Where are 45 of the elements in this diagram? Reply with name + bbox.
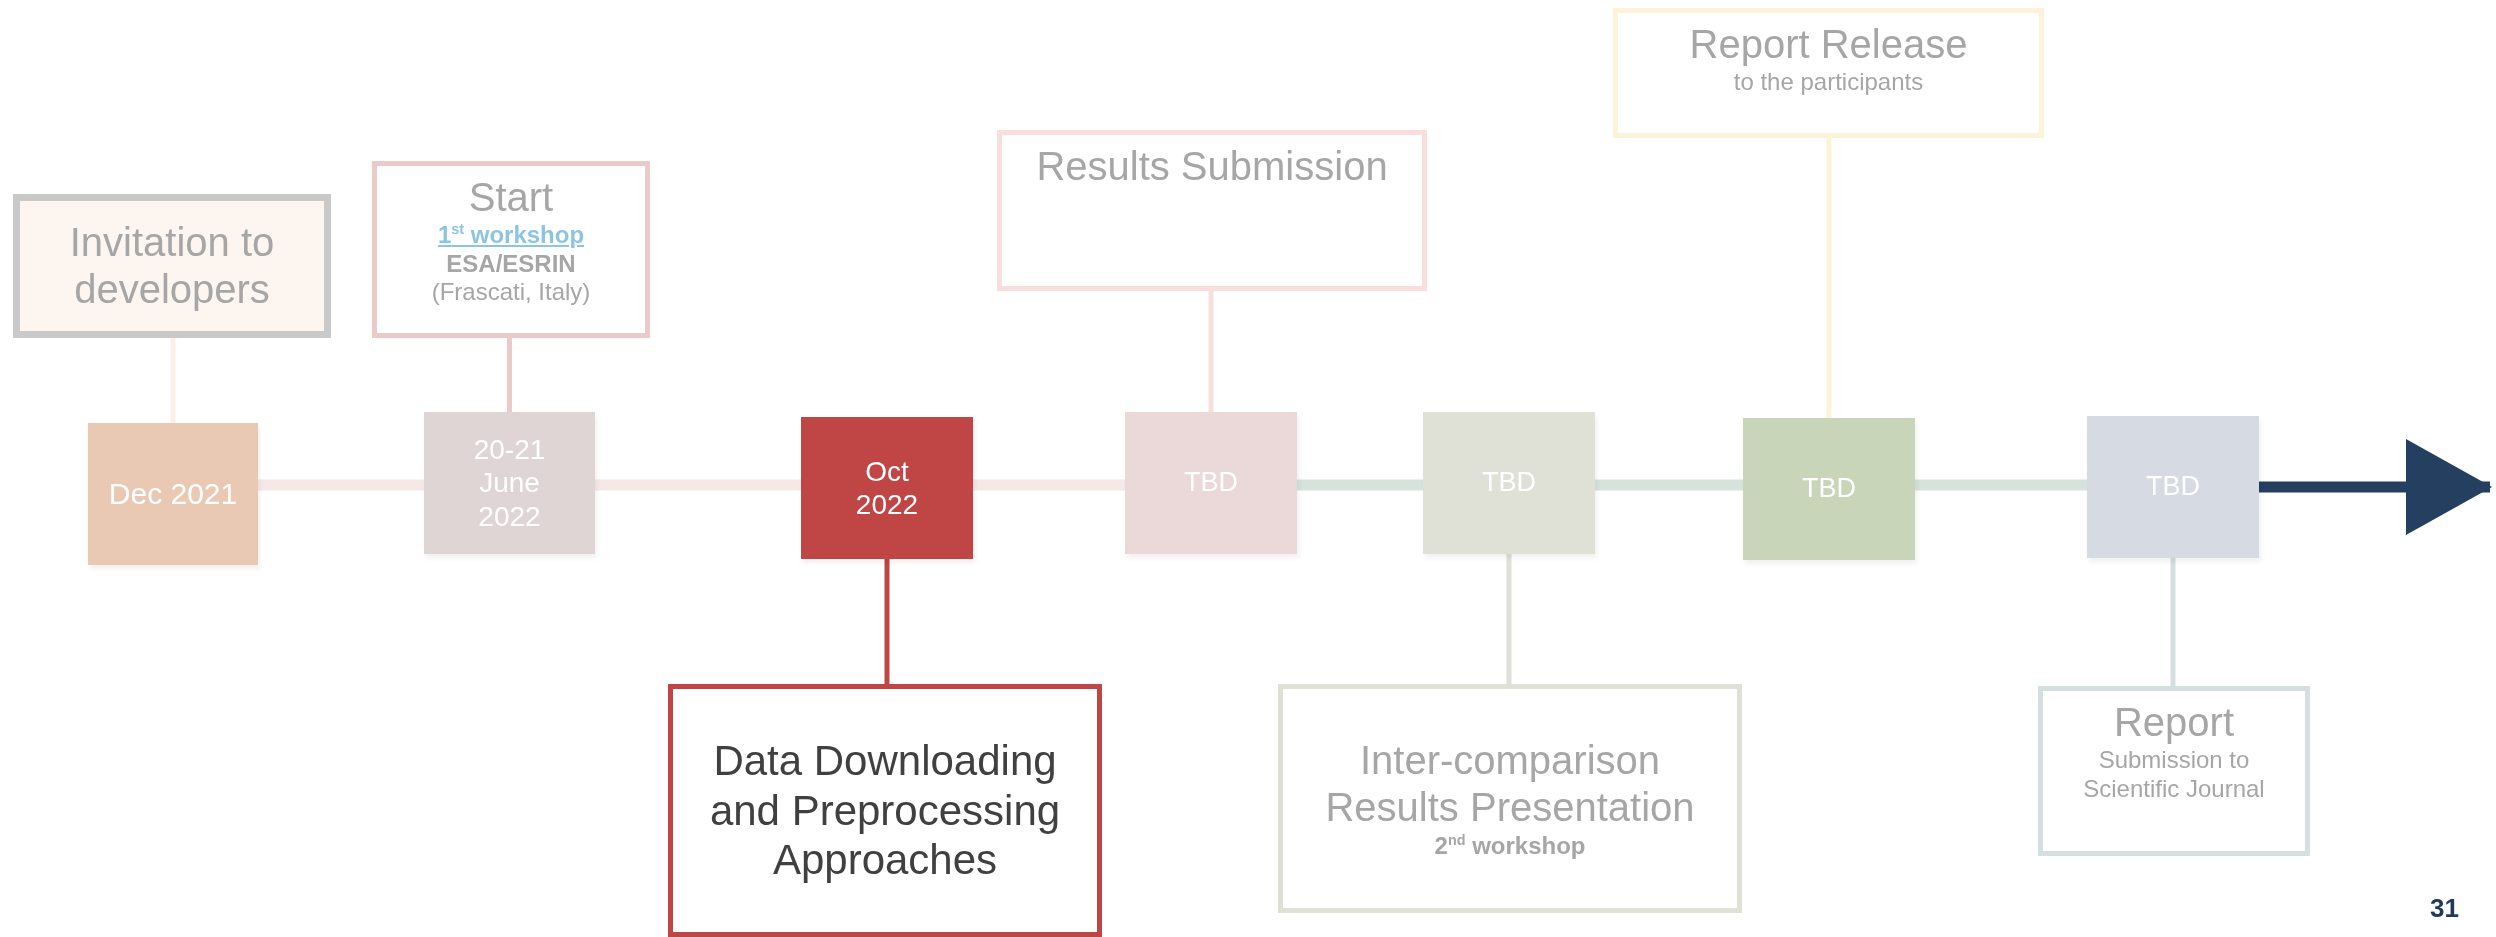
date-box — [88, 423, 258, 565]
connector-line — [1915, 479, 2087, 491]
connector-line — [507, 338, 512, 412]
milestone-note: to the participants — [1733, 68, 1924, 97]
connector-line — [1506, 554, 1512, 684]
connector-line — [973, 479, 1125, 491]
milestone-title: Results Submission — [1036, 143, 1388, 190]
milestone-box — [13, 194, 331, 338]
page-number: 31 — [2430, 893, 2459, 924]
connector-line — [170, 338, 176, 423]
connector-line — [884, 559, 890, 684]
date-box — [1125, 412, 1297, 554]
milestone-title: Inter-comparison Results Presentation — [1324, 737, 1696, 832]
milestone-note: Submission to Scientific Journal — [2082, 746, 2266, 803]
date-text: TBD — [1802, 473, 1856, 505]
date-box — [424, 412, 595, 554]
milestone-box — [1613, 8, 2044, 138]
milestone-title: Invitation to developers — [68, 218, 276, 313]
connector-line — [258, 479, 424, 491]
connector-line — [1595, 479, 1743, 491]
milestone-note: 2$^{nd}$ workshop — [1434, 831, 1586, 860]
date-box — [801, 417, 973, 559]
connector-line — [595, 479, 801, 491]
connector-line — [1208, 291, 1214, 412]
milestone-title: Start — [468, 174, 554, 221]
milestone-note: (Frascati, Italy) — [431, 277, 591, 307]
milestone-box — [1278, 684, 1742, 913]
connector-line — [2170, 558, 2176, 686]
milestone-box — [2038, 686, 2310, 856]
date-text: Dec 2021 — [108, 476, 238, 512]
milestone-box — [997, 130, 1427, 291]
workshop-link: 1$^{st}$ workshop — [437, 221, 585, 250]
milestone-box — [668, 684, 1102, 937]
date-box — [1423, 412, 1595, 554]
date-text: Oct 2022 — [854, 454, 920, 522]
milestone-title: Data Downloading and Preprocessing Approaches — [708, 736, 1062, 885]
timeline-arrow — [2259, 439, 2492, 535]
connector-line — [1826, 138, 1832, 418]
connector-line — [1297, 479, 1423, 491]
date-box — [2087, 416, 2259, 558]
milestone-note: ESA/ESRIN — [446, 249, 576, 278]
milestone-title: Report — [2113, 699, 2235, 746]
milestone-box — [372, 161, 650, 338]
date-box — [1743, 418, 1915, 560]
milestone-title: Report Release — [1689, 21, 1968, 68]
